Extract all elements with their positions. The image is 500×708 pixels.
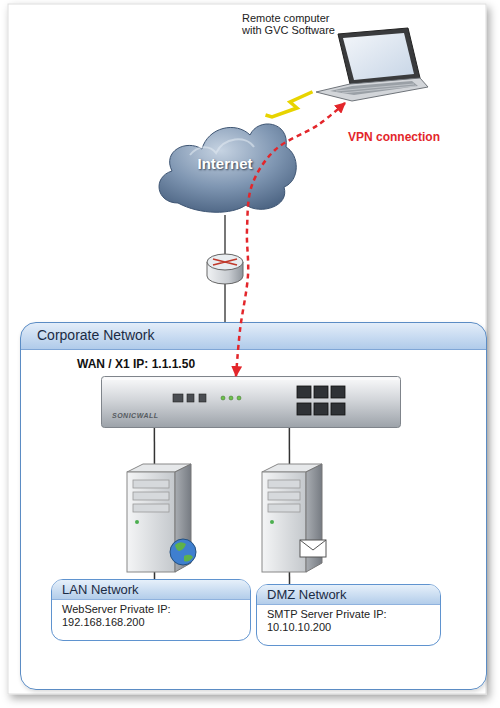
network-zone: WAN / X1 IP: 1.1.1.50LAN NetworkWebServe… <box>20 322 487 690</box>
appliance-highlight <box>104 379 398 380</box>
web-server-illustration <box>135 520 139 524</box>
laptop-illustration <box>343 33 414 80</box>
laptop-illustration <box>316 78 428 101</box>
appliance-body <box>102 377 401 428</box>
box-body: DMZ Network <box>257 585 440 605</box>
web-server-illustration <box>175 542 193 561</box>
io-port <box>199 394 206 402</box>
smtp-server-illustration <box>268 480 300 488</box>
laptop-illustration <box>338 28 420 84</box>
vpn-tunnel <box>236 103 345 376</box>
laptop-illustration <box>330 81 418 95</box>
router-symbol <box>207 254 243 270</box>
address-label: WAN / X1 IP: 1.1.1.50 <box>77 357 195 371</box>
ethernet-port <box>331 386 345 398</box>
io-port <box>173 394 183 402</box>
ethernet-port <box>314 403 328 415</box>
box-body: SMTP Server Private IP: 10.10.10.200 <box>257 605 440 638</box>
status-led <box>237 396 241 400</box>
cloud-highlight <box>190 139 254 155</box>
node-caption: Remote computer with GVC Software <box>242 12 342 36</box>
laptop-illustration <box>316 28 428 101</box>
web-server-illustration <box>170 539 196 565</box>
zone-title: Corporate Network <box>37 327 155 343</box>
ethernet-port <box>314 386 328 398</box>
web-server-illustration <box>127 472 175 572</box>
web-server-illustration <box>133 480 169 488</box>
network-box: LAN NetworkWebServer Private IP: 192.168… <box>51 579 251 641</box>
laptop-illustration <box>336 84 416 93</box>
box-title: LAN Network <box>52 580 250 600</box>
ethernet-port <box>331 403 345 415</box>
connection-label: VPN connection <box>348 130 440 144</box>
firewall-appliance: WAN / X1 IP: 1.1.1.50 <box>101 376 401 428</box>
router-symbol <box>207 254 243 284</box>
node-title: Internet <box>150 155 300 172</box>
wireless-link <box>266 92 313 117</box>
web-server-illustration <box>127 464 196 572</box>
web-server-illustration <box>133 504 169 512</box>
network-box: DMZ NetworkSMTP Server Private IP: 10.10… <box>256 584 441 646</box>
smtp-server-illustration <box>262 472 306 572</box>
status-led <box>229 396 233 400</box>
smtp-server-illustration <box>262 464 326 572</box>
ethernet-port <box>297 386 311 398</box>
smtp-server-illustration <box>268 492 300 500</box>
io-port <box>187 394 194 402</box>
brand-logo: SONICWALL <box>112 412 159 419</box>
box-body: WebServer Private IP: 192.168.168.200 <box>52 600 250 633</box>
smtp-server-illustration <box>268 504 300 512</box>
appliance-shape <box>101 376 401 428</box>
status-led <box>221 396 225 400</box>
ethernet-port <box>297 403 311 415</box>
internet-cloud: Internet <box>150 115 300 215</box>
web-server-illustration <box>133 492 169 500</box>
smtp-server-illustration <box>300 540 326 550</box>
picture-frame <box>8 4 486 694</box>
router-symbol <box>213 259 237 265</box>
smtp-server-illustration <box>300 540 326 557</box>
smtp-server-illustration <box>270 520 274 524</box>
